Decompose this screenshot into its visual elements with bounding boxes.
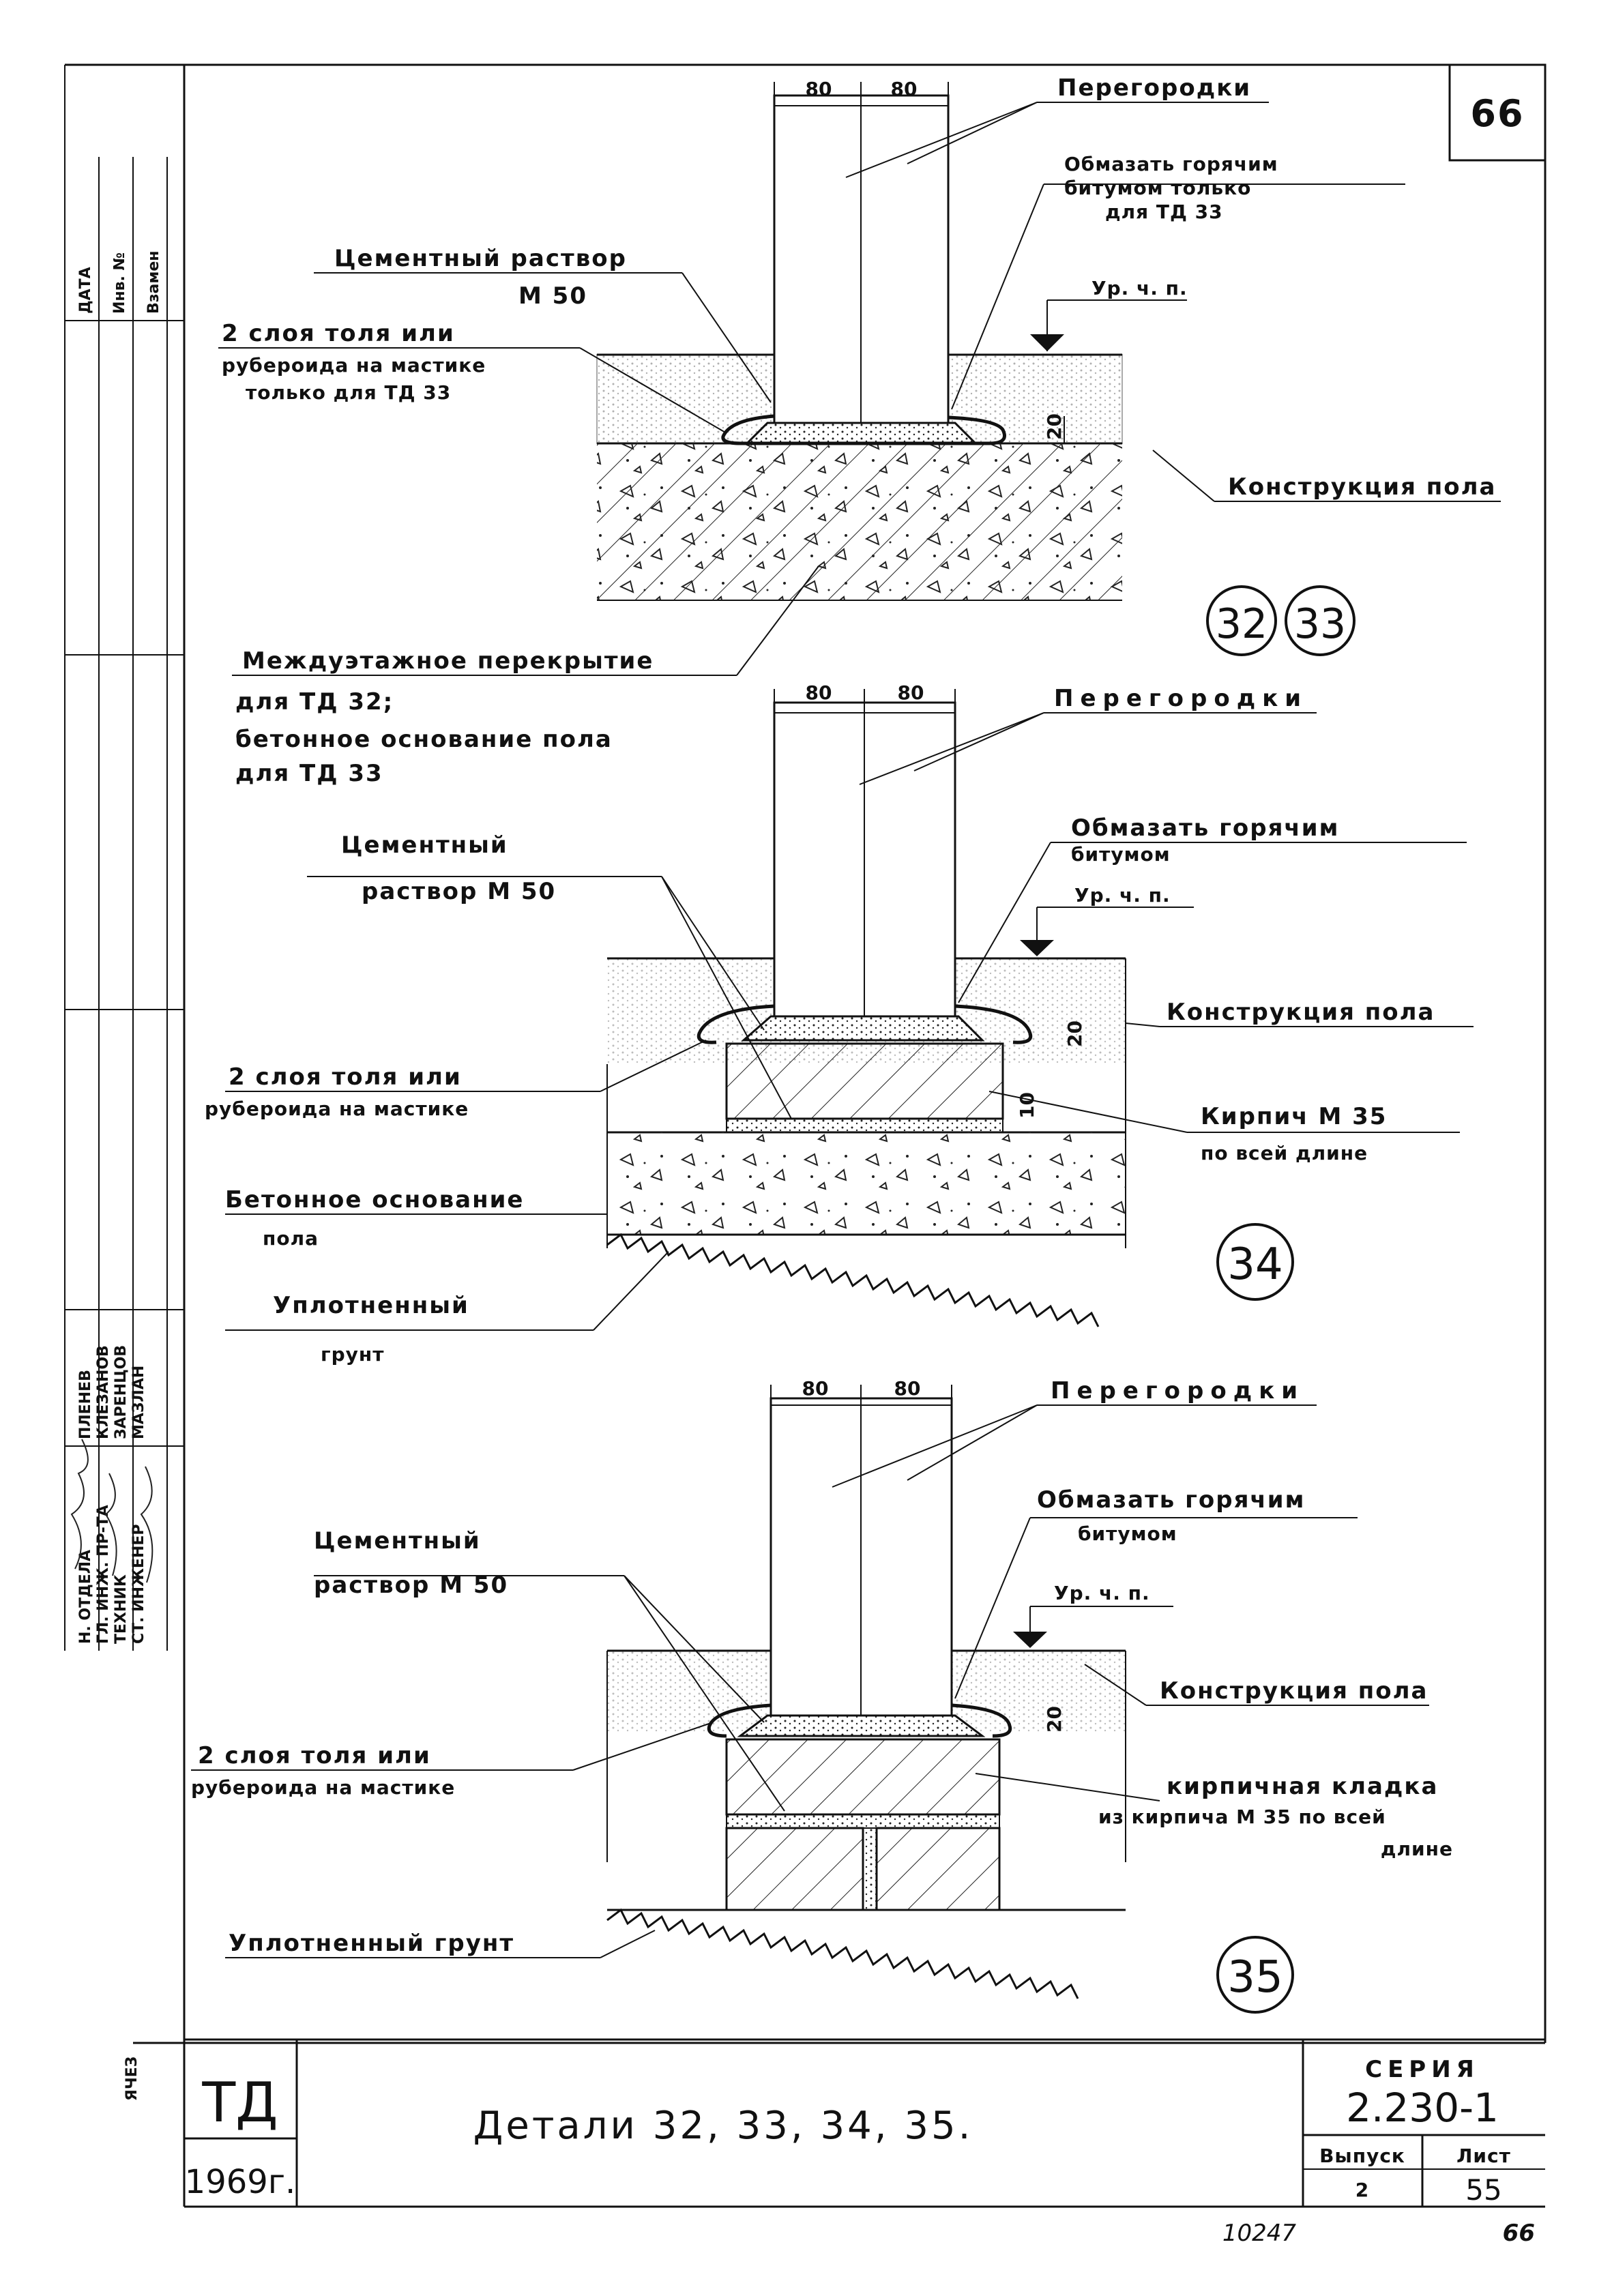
name-1: ПЛЕНЕВ <box>77 1370 94 1439</box>
soil-label-1: Уплотненный <box>273 1292 469 1319</box>
page-number: 66 <box>1470 92 1524 135</box>
brick-label-1: Кирпич М 35 <box>1201 1103 1387 1130</box>
layers-label-2: рубероида на мастике <box>191 1776 455 1799</box>
name-3: ЗАРЕНЦОВ <box>113 1345 130 1439</box>
detail-34: 80 80 20 10 Ур. ч. п. <box>205 681 1474 1366</box>
replace-header: Взамен <box>145 250 162 314</box>
floor-level-label: Ур. ч. п. <box>1091 277 1188 299</box>
base-label-2: пола <box>263 1227 319 1250</box>
mortar-label-2: раствор М 50 <box>314 1572 508 1599</box>
dim-10: 10 <box>1016 1092 1038 1119</box>
mortar-label-2: М 50 <box>518 282 587 310</box>
sheet-label: Лист <box>1456 2145 1511 2167</box>
svg-text:33: 33 <box>1294 600 1346 648</box>
detail-marker-32: 32 <box>1206 585 1277 656</box>
page-number-box: 66 <box>1448 63 1547 162</box>
floor-level-marker: Ур. ч. п. <box>1013 1582 1173 1648</box>
dim-80-left: 80 <box>806 681 832 704</box>
partition-label: Перегородки <box>1051 1377 1304 1404</box>
partition-label: Перегородки <box>1057 74 1251 102</box>
mortar-label-1: Цементный <box>314 1527 481 1555</box>
dim-20: 20 <box>1043 413 1066 440</box>
bitumen-label-2: битумом <box>1078 1522 1177 1545</box>
dim-80-right: 80 <box>898 681 924 704</box>
floor-level-label: Ур. ч. п. <box>1074 884 1171 907</box>
role-dept-head: Н. ОТДЕЛА <box>77 1550 94 1644</box>
dim-80-right: 80 <box>894 1377 921 1400</box>
archive-number: 10247 <box>1222 2220 1297 2247</box>
detail-32-33: 80 80 20 Ур. ч. п. Перего <box>218 74 1501 787</box>
slab-label-1: Междуэтажное перекрытие <box>242 647 654 675</box>
detail-marker-35: 35 <box>1216 1936 1294 2014</box>
slab-label-4: для ТД 33 <box>235 760 383 787</box>
bitumen-label-1: Обмазать горячим <box>1064 153 1278 175</box>
slab-label-3: бетонное основание пола <box>235 726 613 753</box>
floor-label: Конструкция пола <box>1228 473 1496 501</box>
layers-label-1: 2 слоя толя или <box>198 1742 431 1769</box>
dim-20: 20 <box>1064 1020 1086 1047</box>
detail-35: 80 80 20 Ур. ч. п. Перегородки О <box>191 1377 1453 2014</box>
base-label-1: Бетонное основание <box>225 1186 524 1213</box>
bitumen-label-2: битумом <box>1071 843 1171 866</box>
soil-label-2: грунт <box>321 1343 385 1366</box>
name-4: МАЗЛАН <box>130 1366 147 1439</box>
bitumen-label-3: для ТД 33 <box>1105 201 1223 223</box>
bitumen-label-1: Обмазать горячим <box>1071 814 1339 842</box>
layers-label-1: 2 слоя толя или <box>229 1063 462 1091</box>
role-senior-engineer: СТ. ИНЖЕНЕР <box>130 1524 147 1644</box>
detail-marker-34: 34 <box>1216 1223 1294 1301</box>
layers-label-1: 2 слоя толя или <box>222 320 455 347</box>
mortar-label-1: Цементный раствор <box>334 245 627 272</box>
issue-label: Выпуск <box>1319 2145 1405 2167</box>
floor-level-marker: Ур. ч. п. <box>1030 277 1188 351</box>
title-block: ТД 1969г. Детали 32, 33, 34, 35. СЕРИЯ 2… <box>183 2038 1545 2247</box>
partition-label: Перегородки <box>1054 685 1308 712</box>
masonry-label-2: из кирпича М 35 по всей <box>1098 1806 1386 1828</box>
series-value: 2.230-1 <box>1346 2085 1499 2131</box>
bitumen-label-1: Обмазать горячим <box>1037 1486 1305 1514</box>
brick-label-2: по всей длине <box>1201 1142 1368 1164</box>
floor-level-label: Ур. ч. п. <box>1054 1582 1150 1604</box>
svg-text:34: 34 <box>1227 1239 1283 1290</box>
masonry-label-3: длине <box>1381 1838 1453 1860</box>
detail-marker-33: 33 <box>1285 585 1355 656</box>
layers-label-2: рубероида на мастике <box>222 354 486 377</box>
role-technician: ТЕХНИК <box>113 1574 130 1644</box>
dim-80-left: 80 <box>806 78 832 100</box>
issue-value: 2 <box>1355 2179 1369 2201</box>
stamp-text: ЯЧЕЗ <box>123 2057 141 2101</box>
signature-scribbles <box>70 1439 153 1583</box>
mortar-label-1: Цементный <box>341 831 508 859</box>
side-strip: ДАТА Инв. № Взамен Н. ОТДЕЛА ГЛ. ИНЖ. ПР… <box>64 65 184 2101</box>
name-2: КЛЕЗАНОВ <box>95 1345 112 1439</box>
layers-label-2: рубероида на мастике <box>205 1098 469 1120</box>
dim-80-left: 80 <box>802 1377 829 1400</box>
doc-year: 1969г. <box>185 2163 296 2201</box>
bottom-page-number: 66 <box>1503 2220 1535 2247</box>
floor-level-marker: Ур. ч. п. <box>1020 884 1194 956</box>
soil-label: Уплотненный грунт <box>229 1930 514 1957</box>
layers-label-3: только для ТД 33 <box>246 381 451 404</box>
mortar-label-2: раствор М 50 <box>362 878 556 905</box>
svg-text:35: 35 <box>1227 1952 1283 2003</box>
sheet-frame <box>65 63 1547 2044</box>
floor-label: Конструкция пола <box>1160 1677 1428 1705</box>
slab-label-2: для ТД 32; <box>235 688 394 716</box>
doc-code: ТД <box>201 2071 278 2134</box>
dim-20: 20 <box>1043 1706 1066 1733</box>
svg-text:32: 32 <box>1216 600 1267 648</box>
masonry-label-1: кирпичная кладка <box>1167 1773 1438 1800</box>
dim-80-right: 80 <box>891 78 918 100</box>
inventory-header: Инв. № <box>111 252 128 314</box>
date-header: ДАТА <box>77 267 94 314</box>
bitumen-label-2: битумом только <box>1064 177 1251 199</box>
floor-label: Конструкция пола <box>1167 999 1435 1026</box>
sheet-value: 55 <box>1465 2173 1501 2207</box>
series-label: СЕРИЯ <box>1365 2056 1480 2083</box>
doc-title: Детали 32, 33, 34, 35. <box>473 2104 973 2148</box>
role-chief-engineer: ГЛ. ИНЖ. ПР-ТА <box>95 1505 112 1644</box>
